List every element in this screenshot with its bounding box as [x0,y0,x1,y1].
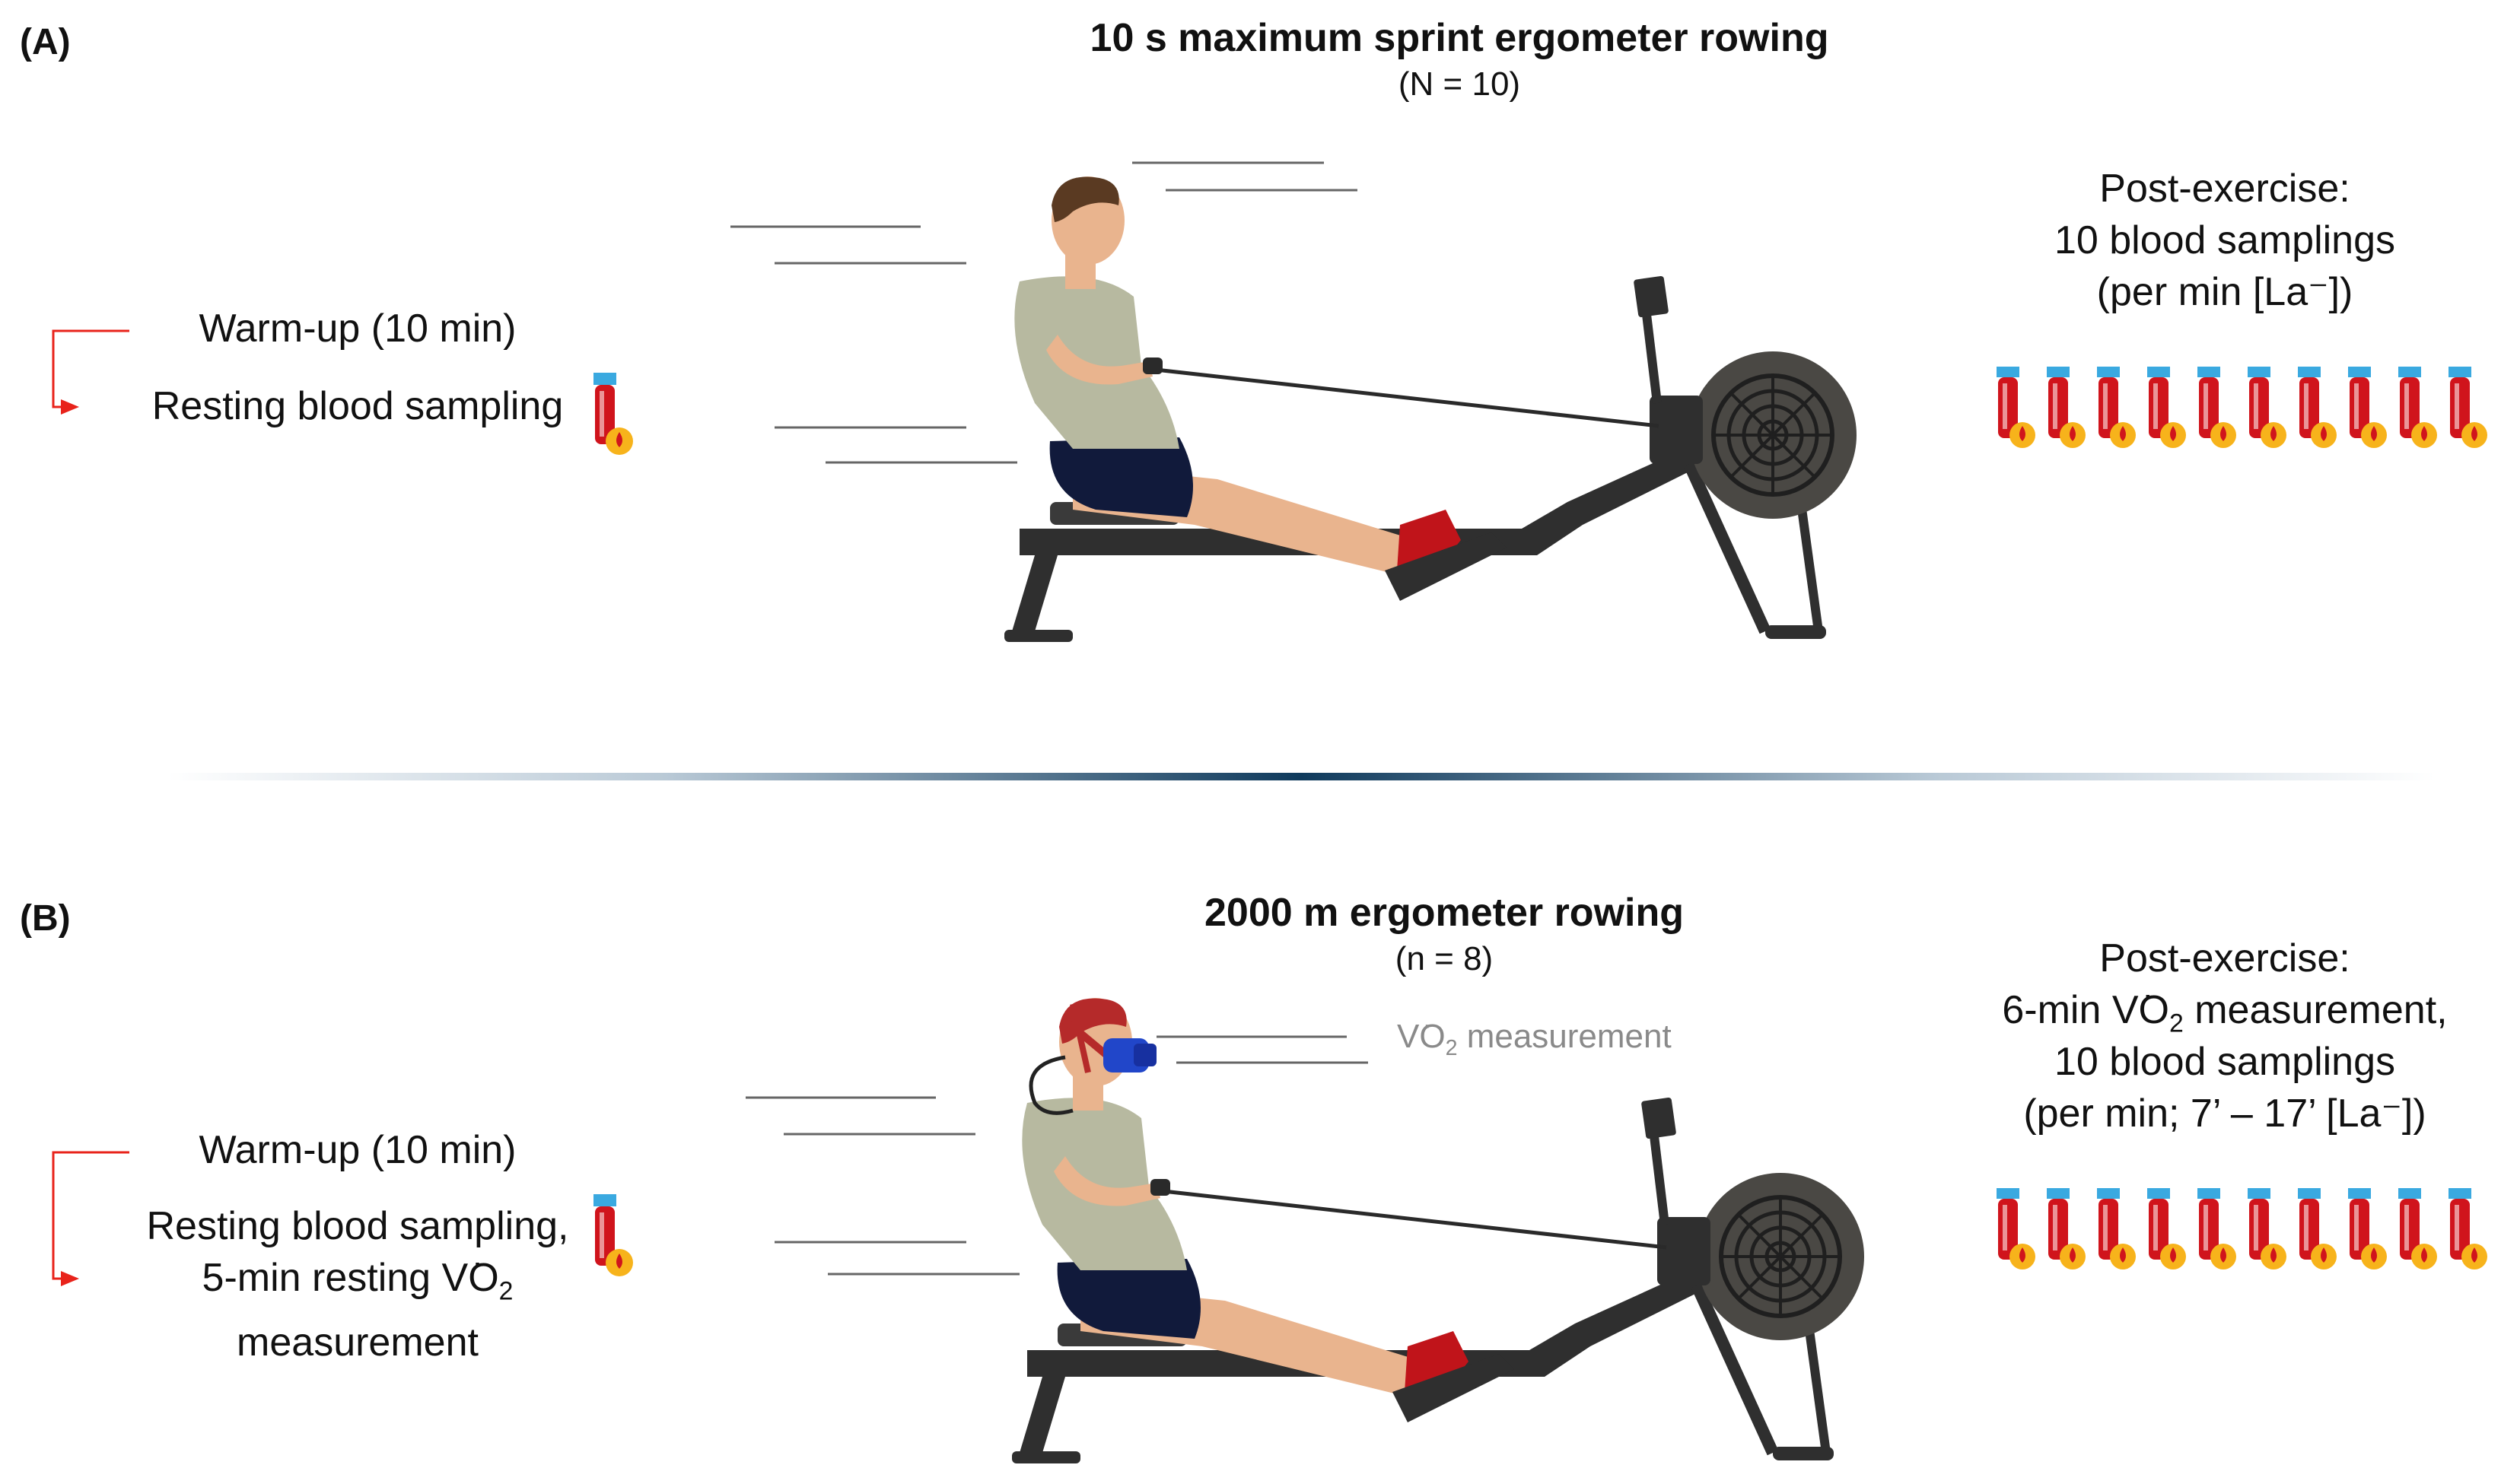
blood-tube-icon [2097,1188,2136,1270]
speed-lines [746,1035,1368,1276]
panel-b-subtitle: (n = 8) [1395,940,1494,977]
panel-b-resting-block: Resting blood sampling, 5-min resting ·V… [107,1200,609,1368]
panel-b-resting-line-2-pre: 5-min resting [202,1256,442,1300]
panel-b-post-line-3: 10 blood samplings [2054,1040,2396,1084]
vo2-measurement-label: ·VO2 measurement [1397,1008,1672,1060]
panel-b-post-line-1: Post-exercise: [2099,936,2350,980]
rowing-ergometer-illustration [1004,176,1857,642]
blood-tube-icon [593,373,633,455]
blood-tube-icon [2398,367,2437,448]
vo2-symbol: ·VO2 [441,1242,514,1306]
panel-a-warmup: Warm-up (10 min) [199,307,517,351]
panel-a-resting: Resting blood sampling [151,384,564,428]
panel-b-label: (B) [20,898,71,939]
blood-tube-icon [2298,367,2337,448]
blood-tube-icon [2448,1188,2487,1270]
blood-tube-icon [593,1194,633,1276]
blood-tube-icon [2147,1188,2186,1270]
blood-tube-icon [2197,1188,2236,1270]
panel-b-warmup: Warm-up (10 min) [199,1128,517,1172]
panel-a-label: (A) [20,22,71,62]
red-arrow-icon [52,329,129,415]
blood-tube-icon [2248,367,2286,448]
blood-tube-icon [2448,367,2487,448]
blood-tube-icon [2047,1188,2086,1270]
post-tubes-row [1997,367,2487,448]
blood-tube-icon [1997,367,2035,448]
blood-tube-icon [2147,367,2186,448]
blood-tube-icon [2348,1188,2387,1270]
panel-b-resting-line-1: Resting blood sampling, [146,1204,569,1248]
panel-b-resting-line-3: measurement [237,1320,479,1365]
panel-a-post-line-3: (per min [La⁻]) [2096,270,2353,314]
blood-tube-icon [2047,367,2086,448]
rowing-ergometer-illustration [1012,998,1864,1463]
vo2-symbol: ·VO2 [2111,974,2184,1038]
blood-tube-icon [2348,367,2387,448]
speed-lines [730,161,1357,464]
panel-a-title: 10 s maximum sprint ergometer rowing [1090,16,1829,60]
blood-tube-icon [2298,1188,2337,1270]
panel-divider [167,773,2435,780]
panel-b-resting-line-2: 5-min resting ·VO2 [107,1242,609,1317]
post-tubes-row [1997,1188,2487,1270]
panel-b-title: 2000 m ergometer rowing [1204,891,1684,935]
panel-a-post-line-2: 10 blood samplings [2054,218,2396,262]
panel-a-post-line-1: Post-exercise: [2099,167,2350,211]
blood-tube-icon [2197,367,2236,448]
panel-b-post-line-2: 6-min ·VO2 measurement, [1882,974,2501,1049]
panel-a-subtitle: (N = 10) [1398,65,1521,103]
blood-tube-icon [2398,1188,2437,1270]
panel-b-post-line-4: (per min; 7’ – 17’ [La⁻]) [2023,1092,2426,1136]
blood-tube-icon [2248,1188,2286,1270]
blood-tube-icon [1997,1188,2035,1270]
blood-tube-icon [2097,367,2136,448]
red-arrow-icon [52,1151,129,1286]
